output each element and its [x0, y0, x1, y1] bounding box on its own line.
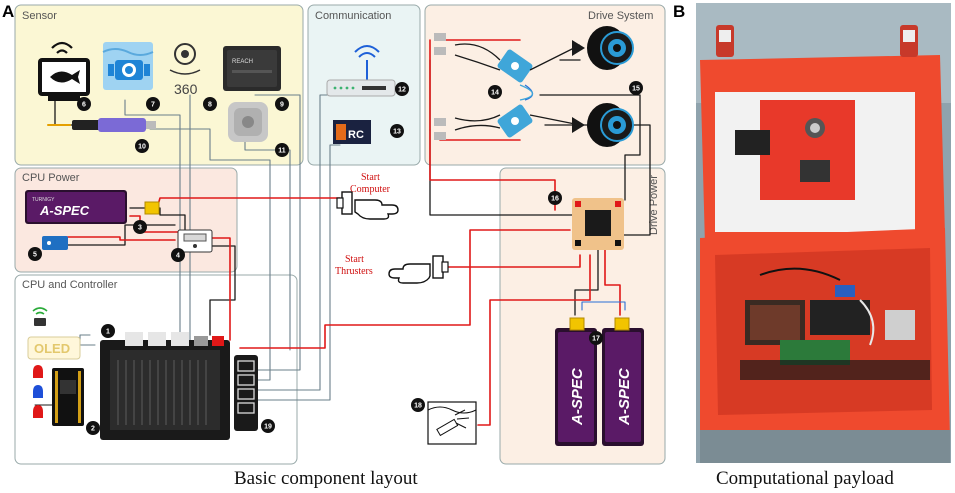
power-switch [177, 229, 213, 253]
underwater-camera [102, 42, 154, 90]
usb-hub [234, 355, 258, 431]
number-badge-label: 1 [106, 329, 110, 336]
number-badge-label: 12 [398, 87, 406, 94]
microcontroller [52, 368, 84, 426]
number-badge-4: 4 [171, 248, 185, 262]
number-badge-17: 17 [589, 331, 603, 345]
number-badge-2: 2 [86, 421, 100, 435]
rc-label: RC [348, 129, 364, 141]
number-badge-label: 6 [82, 102, 86, 109]
number-badge-11: 11 [275, 143, 289, 157]
number-badge-label: 11 [278, 148, 286, 155]
camera-360: 360 [169, 43, 201, 97]
power-distribution-board [572, 198, 624, 250]
wifi-router [326, 45, 396, 97]
pointing-hand-icon [354, 199, 399, 220]
fish-icon [50, 70, 80, 84]
start-thrusters-label-2: Thrusters [335, 266, 373, 277]
voltage-sensor [42, 236, 68, 250]
number-badge-label: 17 [592, 336, 600, 343]
number-badge-label: 16 [551, 196, 559, 203]
caption-right: Computational payload [716, 468, 894, 489]
drive-battery-right-label: A-SPEC [616, 367, 633, 426]
number-badge-label: 14 [491, 90, 499, 97]
cpu-controller-group-label: CPU and Controller [22, 279, 118, 291]
number-badge-label: 15 [632, 86, 640, 93]
number-badge-label: 2 [91, 426, 95, 433]
panel-letter-a: A [2, 2, 14, 21]
drive-battery-right: A-SPEC [602, 317, 644, 446]
number-badge-label: 4 [176, 253, 180, 260]
number-badge-16: 16 [548, 191, 562, 205]
cpu-battery: A-SPEC TURNIGY [25, 190, 127, 224]
number-badge-label: 10 [138, 144, 146, 151]
number-badge-label: 5 [33, 252, 37, 259]
esc-wires [454, 43, 581, 131]
pointing-hand-icon-2 [388, 263, 431, 284]
drive-system-group-label: Drive System [588, 10, 653, 22]
start-computer-label-2: Computer [350, 184, 391, 195]
oled-display: OLED [27, 336, 81, 360]
fish-finder-display [38, 41, 90, 101]
jetson-board [100, 332, 230, 440]
start-computer-switch: Start Computer [336, 172, 399, 220]
start-thrusters-label-1: Start [345, 254, 364, 265]
panel-letter-b: B [673, 2, 685, 21]
number-badge-7: 7 [146, 97, 160, 111]
xt60-connector [144, 201, 160, 215]
drive-system-group: Drive System [424, 4, 666, 166]
number-badge-label: 3 [138, 225, 142, 232]
drive-connectors [434, 33, 446, 140]
drive-power-group-label: Drive Power [648, 175, 660, 235]
oled-label: OLED [34, 341, 70, 356]
communication-group-label: Communication [315, 10, 391, 22]
esc-controller-top [497, 49, 533, 83]
number-badge-label: 8 [208, 102, 212, 109]
number-badge-5: 5 [28, 247, 42, 261]
esc-controller-bottom [497, 104, 533, 138]
number-badge-18: 18 [411, 398, 425, 412]
number-badge-label: 19 [264, 424, 272, 431]
start-thrusters-switch: Start Thrusters [335, 254, 449, 284]
number-badge-19: 19 [261, 419, 275, 433]
gps-antenna [228, 102, 268, 142]
number-badge-label: 13 [393, 129, 401, 136]
drive-battery-left-label: A-SPEC [569, 367, 586, 426]
rc-receiver: RC [333, 120, 371, 144]
number-badge-label: 9 [280, 102, 284, 109]
computational-payload-photo [696, 3, 951, 463]
underwater-light [427, 401, 477, 445]
number-badge-1: 1 [101, 324, 115, 338]
number-badge-6: 6 [77, 97, 91, 111]
number-badge-8: 8 [203, 97, 217, 111]
number-badge-10: 10 [135, 139, 149, 153]
reach-gps-receiver: REACH [223, 46, 281, 91]
drive-battery-left: A-SPEC [555, 317, 597, 446]
number-badge-label: 7 [151, 102, 155, 109]
number-badge-13: 13 [390, 124, 404, 138]
wifi-indicator-icon [32, 307, 48, 326]
number-badge-label: 18 [414, 403, 422, 410]
usb-sonar-adapter [72, 118, 156, 132]
number-badge-14: 14 [488, 85, 502, 99]
caption-left: Basic component layout [234, 468, 418, 489]
thruster-bottom [572, 103, 634, 147]
camera-360-label: 360 [174, 81, 198, 97]
reach-label: REACH [232, 59, 253, 65]
sensor-group-label: Sensor [22, 10, 57, 22]
start-computer-label-1: Start [361, 172, 380, 183]
number-badge-12: 12 [395, 82, 409, 96]
number-badge-15: 15 [629, 81, 643, 95]
number-badge-9: 9 [275, 97, 289, 111]
cpu-battery-brand: TURNIGY [32, 197, 55, 203]
cpu-battery-label: A-SPEC [39, 203, 90, 218]
status-leds [33, 365, 43, 418]
thruster-top [572, 26, 634, 70]
number-badge-3: 3 [133, 220, 147, 234]
cpu-power-group-label: CPU Power [22, 172, 80, 184]
